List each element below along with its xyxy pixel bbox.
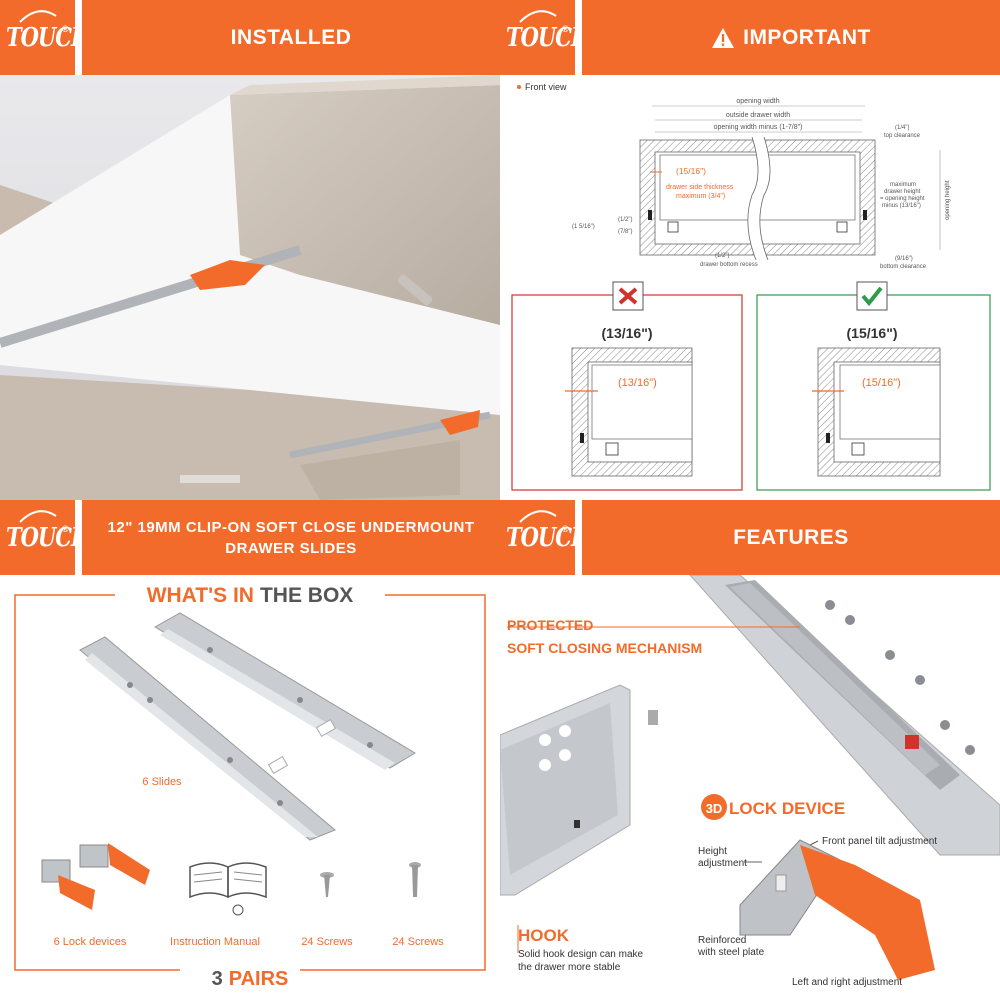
touch-logo: TOUCH ® [500, 0, 591, 75]
lock-device-label: LOCK DEVICE [729, 799, 845, 818]
reinforced-label-2: with steel plate [697, 947, 765, 958]
wrong-example: (13/16") (13/16") [511, 281, 743, 491]
touch-logo: TOUCH ® [0, 0, 91, 75]
lock-device-photo [739, 839, 935, 980]
dim-side-thickness-1: drawer side thickness [666, 184, 734, 191]
features-title: FEATURES [582, 500, 1000, 575]
height-label-2: adjustment [698, 858, 747, 869]
dim-1-2: (1/2") [618, 217, 632, 223]
front-view-diagram: Front view opening width outside drawer … [511, 82, 991, 491]
screw-icon [409, 862, 421, 897]
right-example: (15/16") (15/16") [756, 281, 991, 491]
box-panel: TOUCH ® 12" 19MM CLIP-ON SOFT CLOSE UNDE… [0, 500, 500, 1000]
hook-desc-1: Solid hook design can make [518, 949, 644, 960]
dim-opening-height: opening height [945, 180, 951, 220]
dim-max-height-2: drawer height [884, 189, 921, 195]
dim-7-8: (7/8") [618, 229, 632, 235]
installed-header: TOUCH ® INSTALLED [0, 0, 500, 75]
wrong-heading: (13/16") [602, 325, 653, 341]
dim-opening-width: opening width [736, 98, 779, 105]
dim-bottom-clear-label: bottom clearance [880, 264, 927, 270]
dim-bottom-recess-label: drawer bottom recess [700, 262, 758, 268]
protected-label-1: PROTECTED [507, 617, 593, 633]
dim-bottom-recess-val: (1/2") [715, 253, 729, 259]
installed-panel: TOUCH ® INSTALLED [0, 0, 500, 500]
dim-1-5-16: (1 5/16") [572, 224, 595, 230]
slides-label: 6 Slides [142, 776, 182, 788]
dim-max-height-3: = opening height [880, 196, 925, 202]
book-icon [189, 862, 267, 916]
lock-device-icon [41, 843, 150, 910]
installed-photo [0, 75, 500, 500]
dim-top-clear-val: (1/4") [895, 125, 909, 131]
screws-label-1: 24 Screws [301, 936, 353, 948]
front-view-label: Front view [525, 82, 567, 92]
screws-label-2: 24 Screws [392, 936, 444, 948]
slides-image [79, 612, 416, 841]
box-header: TOUCH ® 12" 19MM CLIP-ON SOFT CLOSE UNDE… [0, 500, 500, 575]
dim-outside-drawer-width: outside drawer width [726, 112, 790, 119]
reinforced-label-1: Reinforced [698, 935, 746, 946]
3d-badge [701, 794, 727, 820]
screw-icon [320, 872, 334, 897]
touch-logo: TOUCH ® [0, 500, 91, 575]
wrong-callout: (13/16") [618, 377, 657, 389]
dim-side-gap: (15/16") [676, 166, 706, 176]
dim-opening-width-minus: opening width minus (1-7/8") [714, 124, 803, 131]
warning-triangle-icon [712, 27, 735, 48]
manual-label: Instruction Manual [170, 936, 260, 948]
check-mark-icon [861, 286, 883, 307]
touch-logo: TOUCH ® [500, 500, 591, 575]
dim-max-height-1: maximum [890, 182, 916, 188]
dim-max-height-4: minus (13/16") [882, 203, 921, 209]
right-heading: (15/16") [847, 325, 898, 341]
height-label-1: Height [698, 846, 727, 857]
features-header: TOUCH ® FEATURES [500, 500, 1000, 575]
hook-desc-2: the drawer more stable [518, 962, 621, 973]
installed-title: INSTALLED [82, 0, 500, 75]
important-title: IMPORTANT [582, 0, 1000, 75]
lock-3d-label: 3D [706, 801, 723, 816]
dim-bottom-clear-val: (9/16") [895, 256, 913, 262]
x-mark-icon [618, 287, 638, 305]
dim-top-clear-label: top clearance [884, 133, 921, 139]
important-header: TOUCH ® IMPORTANT [500, 0, 1000, 75]
right-callout: (15/16") [862, 377, 901, 389]
lock-devices-label: 6 Lock devices [54, 936, 127, 948]
hook-title: HOOK [518, 926, 570, 945]
dim-side-thickness-2: maximum (3/4") [676, 193, 725, 200]
left-right-label: Left and right adjustment [792, 977, 902, 988]
front-tilt-label: Front panel tilt adjustment [822, 836, 937, 847]
features-illustration: PROTECTED SOFT CLOSING MECHANISM 3D LOCK… [500, 575, 1000, 988]
features-panel: TOUCH ® FEATURES PROTECTED SOFT CLOSING … [500, 500, 1000, 1000]
box-title: 12" 19MM CLIP-ON SOFT CLOSE UNDERMOUNT D… [82, 500, 500, 575]
protected-label-2: SOFT CLOSING MECHANISM [507, 640, 702, 656]
important-panel: TOUCH ® IMPORTANT Front view opening wid… [500, 0, 1000, 500]
